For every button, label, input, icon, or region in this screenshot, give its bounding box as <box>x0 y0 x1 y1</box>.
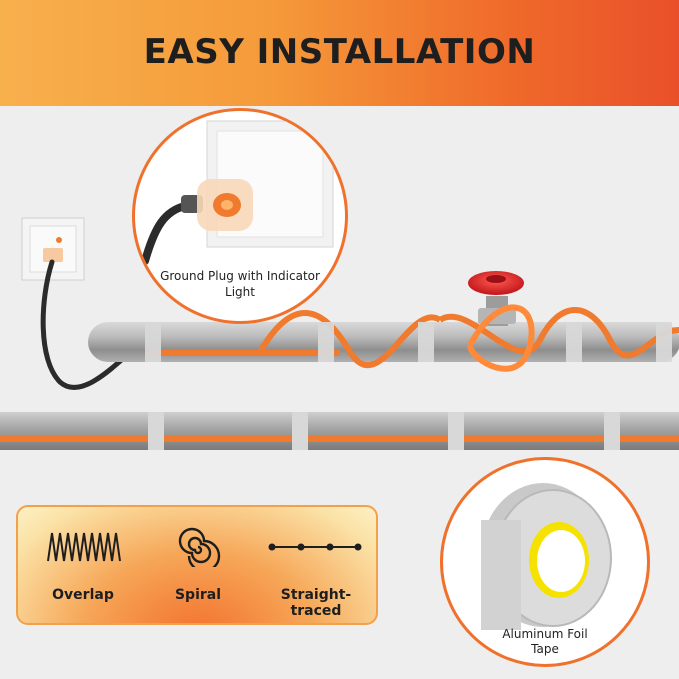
method-label: Overlap <box>52 587 114 603</box>
method-overlap: Overlap <box>28 507 138 627</box>
method-spiral: Spiral <box>143 507 253 627</box>
tape-illustration <box>481 483 612 630</box>
method-label: Spiral <box>174 587 222 603</box>
tape-caption-line1: Aluminum Foil <box>502 627 588 641</box>
dotted-line-icon <box>268 543 362 551</box>
plug-callout <box>132 108 348 324</box>
coil-icon <box>47 532 121 562</box>
method-label: Straight-traced <box>280 587 352 619</box>
wall-socket <box>21 217 85 281</box>
tape-caption-line2: Tape <box>531 642 559 656</box>
upper-pipe <box>88 271 679 372</box>
plug-caption: Ground Plug with Indicator Light <box>160 269 320 299</box>
install-methods-panel: Overlap Spiral Straight-traced <box>16 505 378 625</box>
page-title: EASY INSTALLATION <box>143 32 536 72</box>
tape-caption: Aluminum Foil Tape <box>460 627 630 657</box>
plug-illustration <box>141 120 334 265</box>
power-cord <box>40 259 138 390</box>
spiral-icon <box>178 527 221 567</box>
tape-callout <box>440 457 650 667</box>
header-banner: EASY INSTALLATION <box>0 0 679 106</box>
lower-pipe <box>0 412 679 450</box>
method-straight: Straight-traced <box>258 507 374 627</box>
